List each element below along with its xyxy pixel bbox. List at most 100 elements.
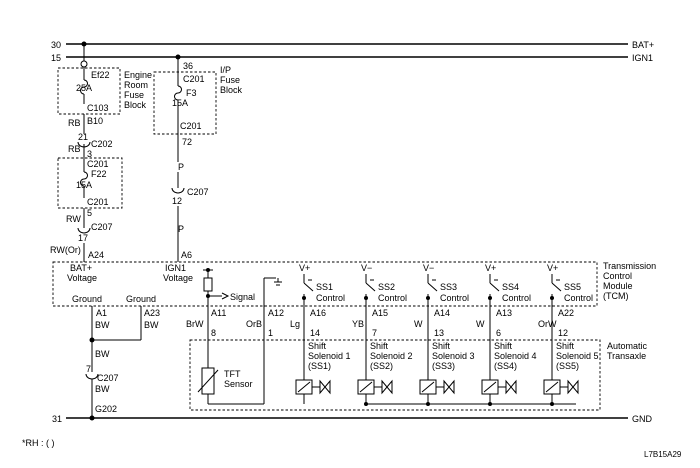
pin-1: 1 (268, 328, 273, 338)
connector-c207-bottom: C207 (97, 373, 119, 383)
solenoid-driver-label: SS3 (440, 282, 457, 292)
tft-sensor-label-line1: TFT (224, 369, 241, 379)
solenoid-tcm-pin: A14 (434, 308, 450, 318)
junction-dot (364, 402, 368, 406)
solenoid-coil-diagonal (545, 381, 559, 393)
solenoid-name-line1: Shift (432, 341, 451, 351)
rail-bat: 30 BAT+ (51, 40, 654, 50)
fuse-f3-label: F3 (186, 88, 197, 98)
pin-3: 3 (87, 149, 92, 159)
pin-a23: A23 (144, 308, 160, 318)
solenoid-wire-color: W (414, 319, 423, 329)
signal-arrow-icon (221, 292, 230, 300)
solenoid-name-line3: (SS5) (556, 361, 579, 371)
solenoid-connector-pin: 6 (496, 328, 501, 338)
junction-dot (550, 402, 554, 406)
fuse-ef22-label: Ef22 (91, 70, 110, 80)
wire-color-bw-2: BW (144, 320, 159, 330)
tcm-box (52, 261, 598, 307)
junction-dot (89, 415, 95, 421)
rail-gnd: 31 GND (52, 414, 653, 424)
tcm-bat-label: BAT+ (70, 263, 92, 273)
solenoid-valve-icon (567, 379, 579, 395)
tcm-name-line1: Transmission (603, 261, 656, 271)
fuse-f22-label: F22 (91, 169, 107, 179)
solenoid-control-label: Control (378, 293, 407, 303)
diagram-code: L7B15A29 (644, 450, 682, 459)
wire-color-orb: OrB (246, 319, 262, 329)
solenoid-supply-label: V− (361, 263, 372, 273)
solenoid-name-line2: Solenoid 1 (308, 351, 351, 361)
solenoid-driver-label: SS5 (564, 282, 581, 292)
solenoid-connector-pin: 7 (372, 328, 377, 338)
solenoid-name-line2: Solenoid 2 (370, 351, 413, 361)
pin-8: 8 (211, 328, 216, 338)
pullup-resistor (203, 277, 213, 292)
tcm-ign-label: IGN1 (165, 263, 186, 273)
terminal-circle (80, 60, 88, 68)
tcm-name-line4: (TCM) (603, 291, 629, 301)
solenoid-coil-diagonal (483, 381, 497, 393)
solenoid-connector-pin: 14 (310, 328, 320, 338)
transaxle-box (189, 339, 601, 411)
pin-a1: A1 (96, 308, 107, 318)
solenoid-control-label: Control (316, 293, 345, 303)
solenoid-wire-color: Lg (290, 319, 300, 329)
tcm-name-line3: Module (603, 281, 633, 291)
tcm-ground-2: Ground (126, 294, 156, 304)
rail-ign1: 15 IGN1 (51, 53, 653, 63)
rail-bat-number: 30 (51, 40, 61, 50)
solenoid-name-line1: Shift (370, 341, 389, 351)
pin-72: 72 (182, 137, 192, 147)
wire-color-p-2: P (178, 224, 184, 234)
tcm-ground-1: Ground (72, 294, 102, 304)
solenoid-driver-switch (551, 282, 562, 292)
footnote: *RH : ( ) (22, 438, 55, 448)
rail-ign1-label: IGN1 (632, 53, 653, 63)
transaxle-label-line2: Transaxle (607, 351, 646, 361)
solenoid-control-label: Control (564, 293, 593, 303)
junction-dot (89, 337, 95, 343)
tft-sensor-circuit: A11 BrW 8 TFT Sensor A12 OrB 1 (186, 306, 284, 405)
pin-a24: A24 (88, 250, 104, 260)
pin-7: 7 (86, 364, 91, 374)
solenoid-supply-label: V+ (547, 263, 558, 273)
solenoid-name-line2: Solenoid 4 (494, 351, 537, 361)
solenoid-connector-pin: 12 (558, 328, 568, 338)
solenoid-valve-icon (381, 379, 393, 395)
solenoid-coil-diagonal (297, 381, 311, 393)
pin-36: 36 (183, 61, 193, 71)
tcm-module: BAT+ Voltage IGN1 Voltage Ground Ground … (52, 261, 656, 307)
ip-fuse-branch: 36 C201 F3 15A C201 I/P Fuse Block 72 P … (153, 54, 243, 262)
fuse-f22-symbol (80, 171, 88, 187)
solenoid-driver-label: SS1 (316, 282, 333, 292)
automatic-transaxle: Automatic Transaxle (189, 339, 648, 411)
solenoid-name-line3: (SS2) (370, 361, 393, 371)
solenoid-supply-label: V+ (299, 263, 310, 273)
solenoid-supply-label: V− (423, 263, 434, 273)
junction-dot (488, 402, 492, 406)
pin-a12: A12 (268, 308, 284, 318)
ip-fuse-block-box (153, 71, 217, 135)
solenoid-wire-color: OrW (538, 319, 557, 329)
solenoid-tcm-pin: A22 (558, 308, 574, 318)
fuse-ef22-rating: 25A (76, 83, 92, 93)
wire-color-rb-2: RB (68, 144, 81, 154)
pin-21: 21 (78, 132, 88, 142)
engine-room-fuse-branch: Ef22 25A C103 Engine Room Fuse Block RB … (50, 41, 152, 262)
wire-color-bw-4: BW (95, 384, 110, 394)
solenoid-wire-color: W (476, 319, 485, 329)
pin-17: 17 (78, 233, 88, 243)
connector-c207-left: C207 (91, 222, 113, 232)
solenoid-driver-switch (489, 282, 500, 292)
engine-fuse-block-line1: Engine (124, 70, 152, 80)
fuse-ef22-symbol (80, 79, 88, 95)
solenoid-tcm-pin: A15 (372, 308, 388, 318)
connector-c201-ip-bottom: C201 (180, 121, 202, 131)
engine-fuse-block-line4: Block (124, 100, 147, 110)
wire-color-rw-or: RW(Or) (50, 245, 81, 255)
pin-12: 12 (172, 196, 182, 206)
connector-c201-top: C201 (87, 159, 109, 169)
